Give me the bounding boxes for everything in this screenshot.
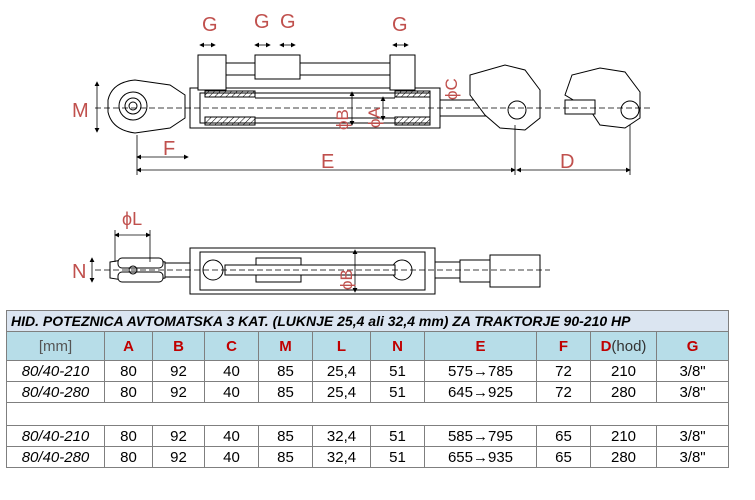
cell-f: 72: [536, 381, 591, 403]
cell-l: 25,4: [312, 360, 371, 382]
side-view: [95, 247, 550, 295]
cell-b: 92: [152, 381, 205, 403]
cell-d: 210: [590, 425, 657, 447]
top-dimensions: [94, 42, 631, 175]
cell-c: 40: [204, 381, 259, 403]
dim-label-m: M: [72, 100, 89, 122]
dim-label-f: F: [163, 138, 175, 160]
header-d: D: [600, 337, 612, 355]
header-a: A: [104, 331, 153, 361]
cell-n: 51: [370, 446, 425, 468]
dim-label-c: ϕC: [442, 78, 461, 100]
header-d-cell: D(hod): [590, 331, 657, 361]
table-spacer-row: [5, 402, 730, 426]
dim-label-a: ϕA: [365, 106, 384, 128]
dim-label-b-side: ϕB: [337, 269, 356, 290]
cell-g: 3/8": [655, 446, 730, 468]
cell-model: 80/40-280: [6, 381, 105, 403]
cell-a: 80: [104, 425, 153, 447]
cell-f: 65: [536, 425, 591, 447]
dim-label-e: E: [321, 151, 334, 173]
header-l: L: [312, 331, 371, 361]
spacer-cell: [5, 402, 730, 426]
dim-label-b: ϕB: [333, 109, 352, 130]
dim-label-n: N: [72, 261, 86, 283]
table-row: 80/40-210 80 92 40 85 32,4 51 585→795 65…: [6, 425, 730, 447]
cell-model: 80/40-210: [6, 425, 105, 447]
dim-label-d: D: [560, 151, 574, 173]
dim-label-g3: G: [280, 11, 296, 33]
cell-d: 280: [590, 381, 657, 403]
cell-l: 32,4: [312, 425, 371, 447]
table-row: 80/40-210 80 92 40 85 25,4 51 575→785 72…: [6, 360, 730, 382]
header-c: C: [204, 331, 259, 361]
header-b: B: [152, 331, 205, 361]
dim-label-g2: G: [254, 11, 270, 33]
cell-model: 80/40-210: [6, 360, 105, 382]
header-d-note: (hod): [611, 337, 647, 355]
cell-e: 655→935: [424, 446, 537, 468]
cell-f: 65: [536, 446, 591, 468]
dim-label-l: ϕL: [122, 209, 142, 229]
cell-g: 3/8": [655, 425, 730, 447]
cell-b: 92: [152, 446, 205, 468]
header-n: N: [370, 331, 425, 361]
cell-c: 40: [204, 425, 259, 447]
cell-m: 85: [258, 360, 313, 382]
header-f: F: [536, 331, 591, 361]
header-g: G: [655, 331, 730, 361]
cell-b: 92: [152, 425, 205, 447]
cell-d: 210: [590, 360, 657, 382]
cell-a: 80: [104, 360, 153, 382]
cell-e: 645→925: [424, 381, 537, 403]
dim-label-g1: G: [202, 14, 218, 36]
header-unit: [mm]: [6, 331, 105, 361]
dim-label-g4: G: [392, 14, 408, 36]
cell-a: 80: [104, 381, 153, 403]
cell-d: 280: [590, 446, 657, 468]
cell-l: 25,4: [312, 381, 371, 403]
cylinder-technical-drawing: G G G G M F E D ϕB ϕA ϕC ϕL N ϕB: [72, 11, 650, 295]
table-row: 80/40-280 80 92 40 85 32,4 51 655→935 65…: [6, 446, 730, 468]
cell-g: 3/8": [655, 360, 730, 382]
cell-b: 92: [152, 360, 205, 382]
cell-g: 3/8": [655, 381, 730, 403]
cell-f: 72: [536, 360, 591, 382]
cell-model: 80/40-280: [6, 446, 105, 468]
cell-e: 585→795: [424, 425, 537, 447]
cell-a: 80: [104, 446, 153, 468]
cell-n: 51: [370, 381, 425, 403]
top-view: [95, 54, 650, 134]
cell-c: 40: [204, 360, 259, 382]
table-title: HID. POTEZNICA AVTOMATSKA 3 KAT. (LUKNJE…: [5, 310, 730, 332]
cell-m: 85: [258, 381, 313, 403]
spec-table: HID. POTEZNICA AVTOMATSKA 3 KAT. (LUKNJE…: [5, 310, 730, 468]
cell-l: 32,4: [312, 446, 371, 468]
side-dimensions: [89, 230, 358, 293]
header-e: E: [424, 331, 537, 361]
table-header-row: [mm] A B C M L N E F D(hod) G: [6, 331, 730, 361]
table-row: 80/40-280 80 92 40 85 25,4 51 645→925 72…: [6, 381, 730, 403]
cell-c: 40: [204, 446, 259, 468]
cell-m: 85: [258, 425, 313, 447]
cell-e: 575→785: [424, 360, 537, 382]
cell-m: 85: [258, 446, 313, 468]
cell-n: 51: [370, 360, 425, 382]
cell-n: 51: [370, 425, 425, 447]
header-m: M: [258, 331, 313, 361]
